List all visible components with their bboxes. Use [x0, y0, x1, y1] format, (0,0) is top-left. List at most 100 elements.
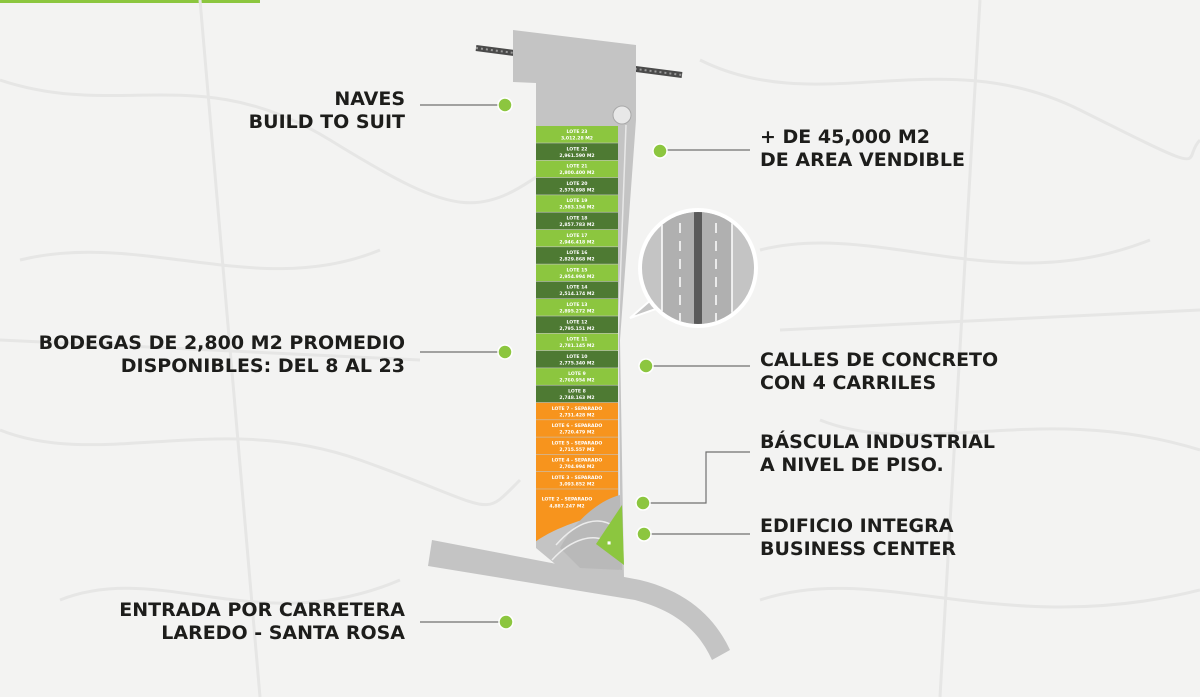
- lot-area: 2,748.163 M2: [559, 395, 594, 401]
- callout-edificio-line2: BUSINESS CENTER: [760, 537, 957, 560]
- lot-name: LOTE 2 - SEPARADO: [542, 496, 593, 502]
- lot-area: 2,946.418 M2: [559, 239, 594, 245]
- lot-shape: [536, 454, 618, 472]
- lot-shape: [536, 177, 618, 195]
- callout-entrada-line2: LAREDO - SANTA ROSA: [161, 621, 405, 644]
- lot-area: 2,731.428 M2: [559, 412, 594, 418]
- lot-area: 2,800.400 M2: [559, 170, 594, 176]
- lot-area: 3,093.852 M2: [559, 482, 594, 488]
- business-center-lot: [596, 505, 624, 565]
- lot-area: 4,887.247 M2: [549, 503, 584, 509]
- lot-shape: [536, 143, 618, 160]
- lot-shape: [536, 420, 618, 437]
- map-markers: [497, 97, 668, 630]
- lot-shape: [536, 229, 618, 247]
- callout-area-line1: + DE 45,000 M2: [760, 126, 930, 148]
- lot-shape: [536, 299, 618, 316]
- callout-calles-line1: CALLES DE CONCRETO: [760, 349, 999, 371]
- lot-area: 2,775.340 M2: [559, 360, 594, 366]
- entrance-highway: [428, 540, 730, 660]
- business-center-mark: ■: [607, 540, 611, 545]
- lot-name: LOTE 12: [567, 319, 588, 325]
- lot-area: 2,575.898 M2: [559, 187, 594, 193]
- lot-name: LOTE 20: [567, 181, 588, 187]
- callout-bascula: BÁSCULA INDUSTRIAL A NIVEL DE PISO.: [760, 431, 995, 477]
- lot-area: 2,829.868 M2: [559, 257, 594, 263]
- lot-shape: [536, 350, 618, 368]
- lot-name: LOTE 23: [567, 129, 588, 135]
- lot-area: 2,514.174 M2: [559, 291, 594, 297]
- lot-name: LOTE 9: [568, 371, 586, 377]
- lot-name: LOTE 4 - SEPARADO: [552, 458, 603, 464]
- callout-bascula-line1: BÁSCULA INDUSTRIAL: [760, 431, 995, 453]
- lot-name: LOTE 16: [567, 250, 588, 256]
- callout-bodegas: BODEGAS DE 2,800 M2 PROMEDIO DISPONIBLES…: [39, 332, 405, 378]
- callout-entrada-line1: ENTRADA POR CARRETERA: [119, 599, 405, 621]
- lot-name: LOTE 17: [567, 233, 588, 239]
- callout-naves: NAVES BUILD TO SUIT: [249, 88, 405, 134]
- lot-area: 2,583.154 M2: [559, 205, 594, 211]
- callout-area-line2: DE AREA VENDIBLE: [760, 148, 965, 171]
- lot-name: LOTE 13: [567, 302, 588, 308]
- callout-bodegas-line1: BODEGAS DE 2,800 M2 PROMEDIO: [38, 332, 405, 354]
- lot-area: 2,795.151 M2: [559, 326, 594, 332]
- callout-bodegas-line2: DISPONIBLES: DEL 8 AL 23: [120, 354, 405, 377]
- lot-name: LOTE 6 - SEPARADO: [552, 423, 603, 429]
- marker-edificio: [636, 526, 652, 542]
- callout-naves-line2: BUILD TO SUIT: [248, 110, 405, 133]
- callout-edificio-line1: EDIFICIO INTEGRA: [760, 515, 954, 537]
- lot-area: 2,704.994 M2: [559, 464, 594, 470]
- callout-calles-line2: CON 4 CARRILES: [760, 371, 937, 394]
- lot-shape: [536, 212, 618, 230]
- road-detail-magnifier: [629, 208, 758, 328]
- lot-shape: [536, 489, 618, 542]
- lot-shape: [536, 472, 618, 489]
- lot-shape: [536, 368, 618, 385]
- marker-bascula: [635, 495, 651, 511]
- lot-name: LOTE 5 - SEPARADO: [552, 440, 603, 446]
- leader-bascula: [643, 451, 750, 504]
- callout-naves-line1: NAVES: [334, 88, 405, 110]
- marker-bodegas: [497, 344, 513, 360]
- lot-shape: [536, 385, 618, 403]
- lot-area: 2,954.994 M2: [559, 274, 594, 280]
- callout-calles: CALLES DE CONCRETO CON 4 CARRILES: [760, 349, 998, 395]
- marker-area: [652, 143, 668, 159]
- lot-name: LOTE 10: [567, 354, 588, 360]
- callout-edificio: EDIFICIO INTEGRA BUSINESS CENTER: [760, 515, 956, 561]
- lot-shape: [536, 195, 618, 212]
- callout-area: + DE 45,000 M2 DE AREA VENDIBLE: [760, 126, 965, 172]
- lot-area: 2,895.272 M2: [559, 309, 594, 315]
- lot-shape: [536, 160, 618, 178]
- lot-name: LOTE 14: [567, 285, 588, 291]
- lot-area: 2,720.479 M2: [559, 430, 594, 436]
- lot-area: 2,760.954 M2: [559, 378, 594, 384]
- lot-name: LOTE 11: [567, 337, 588, 343]
- callout-entrada: ENTRADA POR CARRETERA LAREDO - SANTA ROS…: [119, 599, 405, 645]
- lot-name: LOTE 7 - SEPARADO: [552, 406, 603, 412]
- lot-name: LOTE 19: [567, 198, 588, 204]
- marker-naves: [497, 97, 513, 113]
- lot-name: LOTE 8: [568, 389, 586, 395]
- lot-shape: [536, 281, 618, 299]
- lot-area: 2,857.783 M2: [559, 222, 594, 228]
- lot-shape: [536, 126, 618, 143]
- lot-area: 2,961.590 M2: [559, 153, 594, 159]
- lot-name: LOTE 18: [567, 216, 588, 222]
- lot-area: 2,781.145 M2: [559, 343, 594, 349]
- leader-lines: [420, 104, 750, 623]
- lot-area: 2,715.557 M2: [559, 447, 594, 453]
- lot-shape: [536, 437, 618, 455]
- lot-shape: [536, 333, 618, 351]
- top-accent-bar: [0, 0, 260, 3]
- lot-shape: [536, 402, 618, 420]
- lot-name: LOTE 22: [567, 146, 588, 152]
- lot-name: LOTE 21: [567, 164, 588, 170]
- lot-shape: [536, 247, 618, 264]
- lot-name: LOTE 3 - SEPARADO: [552, 475, 603, 481]
- lot-shape: [536, 316, 618, 333]
- marker-calles: [638, 358, 654, 374]
